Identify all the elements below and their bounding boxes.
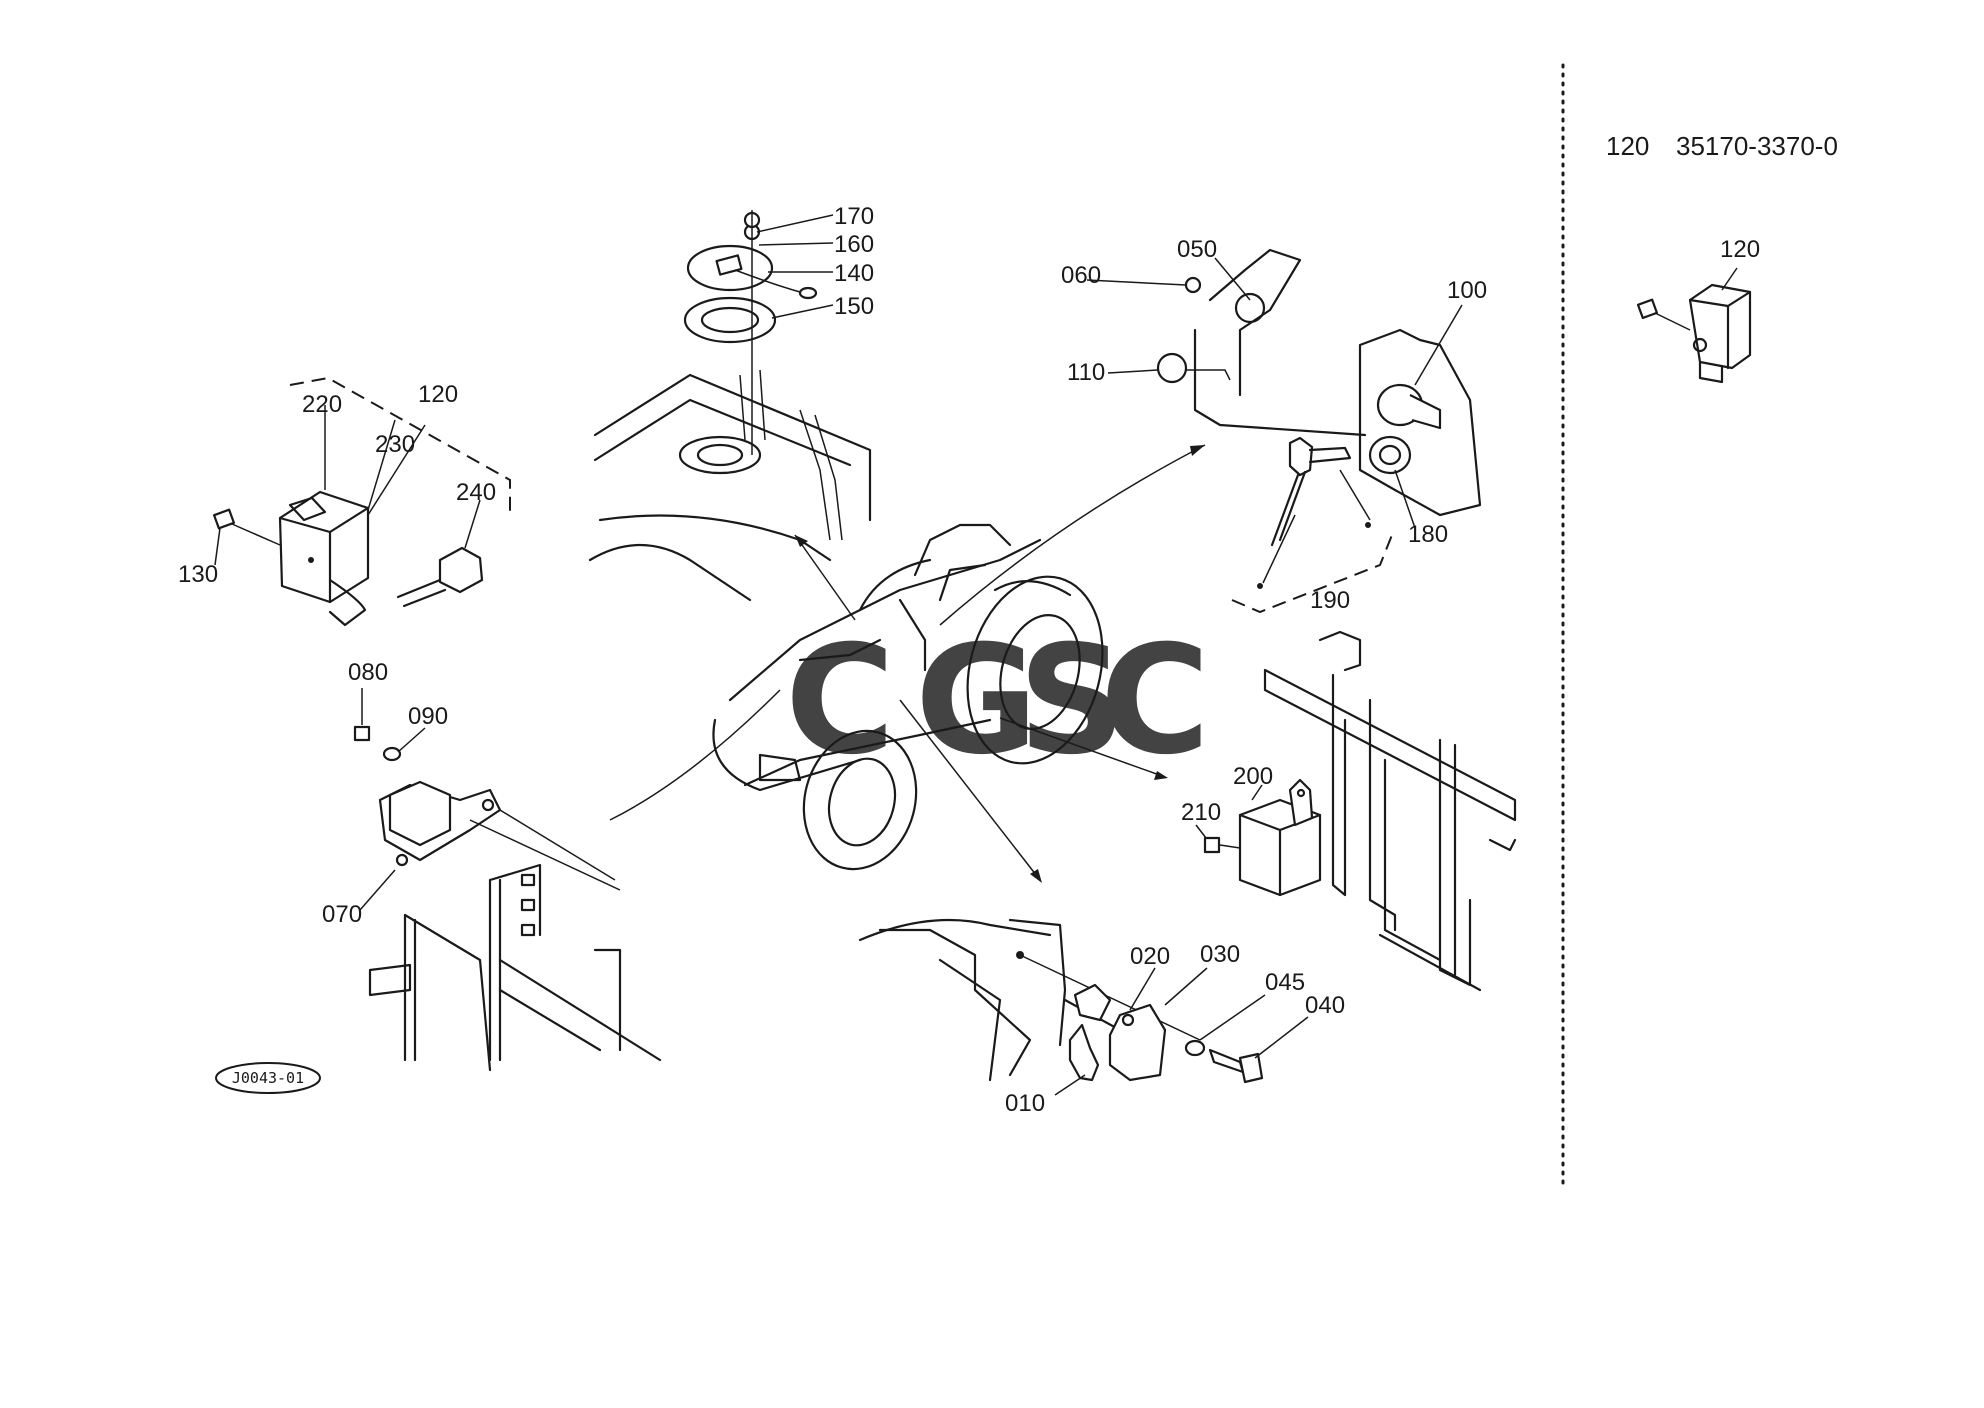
screw-080 <box>353 725 371 742</box>
bulb-060 <box>1184 276 1202 294</box>
callout-045: 045 <box>1265 969 1305 996</box>
callout-180: 180 <box>1408 521 1448 548</box>
watermark-letter-c2: C <box>1100 614 1210 788</box>
callout-020: 020 <box>1130 943 1170 970</box>
callout-100: 100 <box>1447 277 1487 304</box>
callout-130: 130 <box>178 561 218 588</box>
reference-item-number: 120 <box>1606 131 1649 161</box>
callout-110: 110 <box>1067 359 1105 386</box>
watermark-letter-c1: C <box>785 614 895 788</box>
relay-right: 200 210 <box>1181 630 1517 992</box>
key-switch <box>1368 435 1412 475</box>
callout-200: 200 <box>1233 763 1273 790</box>
fuel-tank-assembly: 170 160 140 150 <box>588 203 874 602</box>
watermark-letter-g: G <box>915 614 1038 788</box>
drawing-stamp: J0043-01 <box>215 1062 321 1094</box>
callout-240: 240 <box>456 479 496 506</box>
control-unit-left: 220 230 120 240 130 <box>178 376 511 627</box>
callout-120-reference: 120 <box>1720 236 1760 263</box>
callout-210: 210 <box>1181 799 1221 826</box>
callout-030: 030 <box>1200 941 1240 968</box>
key <box>1288 436 1314 477</box>
callout-160: 160 <box>834 231 874 258</box>
callout-230: 230 <box>375 431 415 458</box>
callout-060: 060 <box>1061 262 1101 289</box>
pin-010 <box>1068 1023 1100 1082</box>
control-unit-box <box>278 490 370 604</box>
callout-190: 190 <box>1310 587 1350 614</box>
reference-panel: 120 35170-3370-0 120 <box>1561 63 1838 1192</box>
washer-090 <box>382 746 402 762</box>
callout-070: 070 <box>322 901 362 928</box>
watermark-letter-s: S <box>1018 614 1126 788</box>
relay-left-lower: 080 090 070 <box>322 659 662 1072</box>
callout-050: 050 <box>1177 236 1217 263</box>
reference-part-number: 35170-3370-0 <box>1676 131 1838 161</box>
callout-120-left: 120 <box>418 381 458 408</box>
coupler <box>438 546 484 594</box>
callout-080: 080 <box>348 659 388 686</box>
pin-020 <box>1073 983 1112 1022</box>
fuel-sender-gasket <box>683 296 777 344</box>
callout-150: 150 <box>834 293 874 320</box>
callout-090: 090 <box>408 703 448 730</box>
stamp-text: J0043-01 <box>232 1069 304 1087</box>
screw-210 <box>1203 836 1221 854</box>
dashboard-key-switch: 050 060 110 100 180 190 <box>1061 236 1487 614</box>
callout-170: 170 <box>834 203 874 230</box>
callout-010: 010 <box>1005 1090 1045 1117</box>
watermark: C G S C <box>785 614 1210 788</box>
callout-220: 220 <box>302 391 342 418</box>
plug-110 <box>1156 352 1188 384</box>
lower-bracket-assembly: 020 030 045 040 010 <box>858 918 1345 1117</box>
callout-140: 140 <box>834 260 874 287</box>
washer-045 <box>1184 1039 1206 1057</box>
lamp-050 <box>1234 292 1266 324</box>
callout-040: 040 <box>1305 992 1345 1019</box>
bolt-040 <box>1238 1052 1264 1084</box>
tractor-illustration <box>712 523 1104 871</box>
bracket-030 <box>1108 1003 1167 1082</box>
